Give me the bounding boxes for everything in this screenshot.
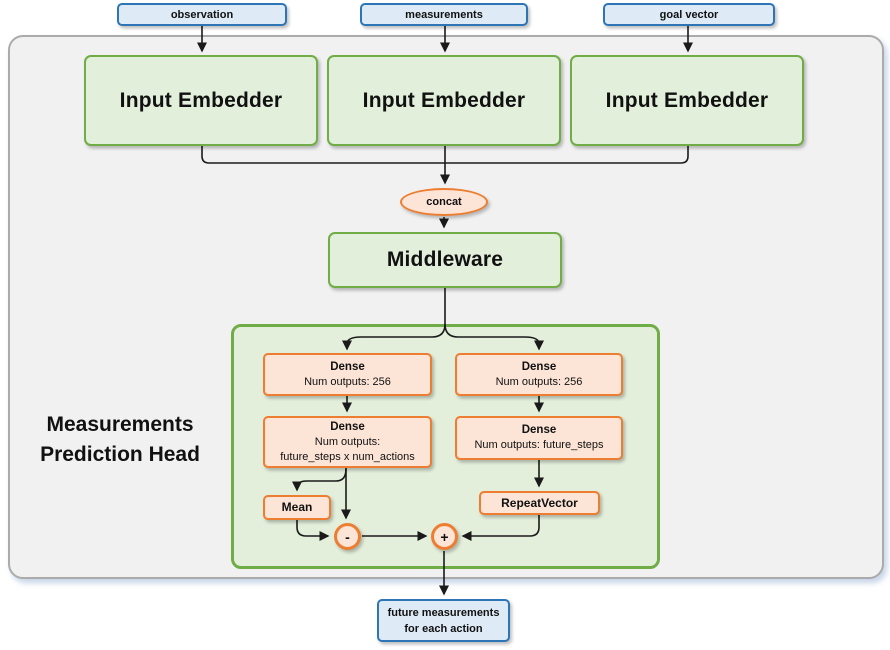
node-input-embedder-2-label: Input Embedder [362, 88, 526, 112]
node-middleware: Middleware [328, 232, 562, 288]
node-concat-label: concat [426, 196, 462, 208]
node-dense-left-2-title: Dense [330, 420, 365, 433]
node-observation-label: observation [170, 8, 234, 21]
node-dense-left-1-detail: Num outputs: 256 [304, 375, 391, 388]
node-goal-vector: goal vector [603, 3, 775, 26]
node-input-embedder-3-label: Input Embedder [605, 88, 769, 112]
op-subtract-label: - [345, 528, 350, 545]
node-input-embedder-1: Input Embedder [84, 55, 318, 146]
node-observation: observation [117, 3, 287, 26]
node-mean: Mean [263, 495, 331, 520]
node-dense-left-1-title: Dense [330, 360, 365, 373]
node-output: future measurements for each action [377, 599, 510, 642]
node-input-embedder-1-label: Input Embedder [119, 88, 283, 112]
prediction-head-title: Measurements Prediction Head [25, 410, 215, 470]
op-add-circle: + [431, 523, 458, 550]
node-dense-left-2: Dense Num outputs: future_steps x num_ac… [263, 416, 432, 468]
node-measurements-label: measurements [405, 8, 483, 21]
node-output-line2: for each action [404, 622, 483, 635]
node-dense-right-1-detail: Num outputs: 256 [495, 375, 583, 388]
node-repeat-vector-label: RepeatVector [501, 495, 578, 510]
node-output-line1: future measurements [387, 606, 500, 619]
node-repeat-vector: RepeatVector [479, 491, 600, 515]
node-dense-left-1: Dense Num outputs: 256 [263, 353, 432, 396]
op-subtract-circle: - [334, 523, 361, 550]
prediction-head-title-line2: Prediction Head [40, 443, 200, 466]
node-measurements: measurements [360, 3, 528, 26]
node-dense-right-2-detail: Num outputs: future_steps [474, 439, 604, 451]
node-dense-right-2-title: Dense [521, 424, 557, 436]
node-dense-left-2-detail2: future_steps x num_actions [280, 450, 415, 463]
node-middleware-label: Middleware [386, 248, 504, 271]
node-dense-right-2: Dense Num outputs: future_steps [455, 416, 623, 460]
node-input-embedder-2: Input Embedder [327, 55, 561, 146]
node-dense-left-2-detail1: Num outputs: [314, 435, 381, 448]
node-goal-vector-label: goal vector [659, 8, 719, 21]
node-dense-right-1: Dense Num outputs: 256 [455, 353, 623, 396]
node-dense-right-1-title: Dense [521, 360, 557, 373]
prediction-head-title-line1: Measurements [46, 413, 194, 436]
node-concat: concat [400, 188, 488, 216]
node-mean-label: Mean [281, 500, 313, 514]
node-input-embedder-3: Input Embedder [570, 55, 804, 146]
op-add-label: + [440, 528, 449, 545]
